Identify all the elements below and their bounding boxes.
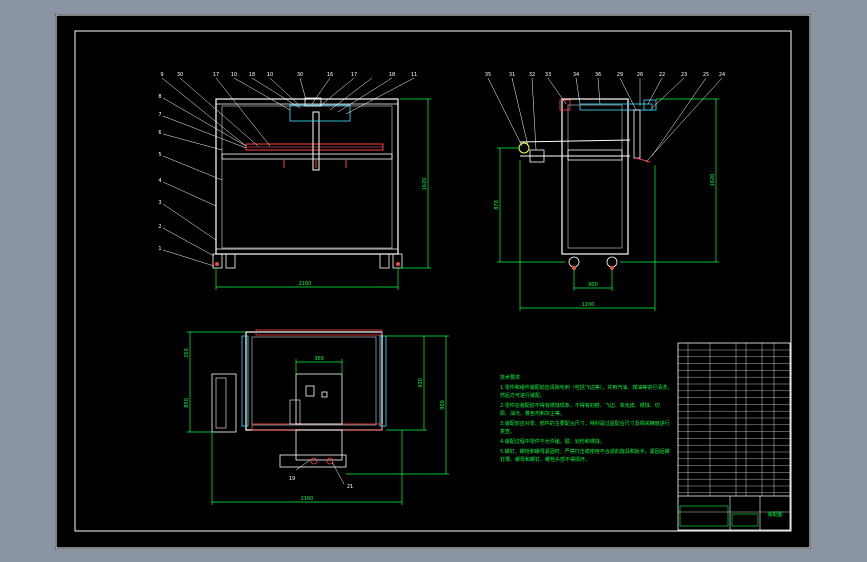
front-balloon-6: 10 xyxy=(267,72,273,78)
side-balloon-5: 34 xyxy=(573,72,579,78)
front-balloon-2: 30 xyxy=(177,72,183,78)
technical-notes: 技术要求 1.零件和组件装配前应清除毛刺（包括飞边等），并用汽油、煤油等进行清洗… xyxy=(500,374,672,463)
notes-line-5: 3.装配前应对零、部件的主要配合尺寸，特别是过盈配合尺寸及相关精度进行 xyxy=(500,420,670,427)
side-view: 870 1620 900 1200 xyxy=(485,72,725,311)
sheet-border-outer xyxy=(55,14,811,549)
front-balloon-13: 7 xyxy=(158,112,161,118)
side-balloon-2: 31 xyxy=(509,72,515,78)
front-balloon-7: 30 xyxy=(297,72,303,78)
front-view: 2160 1620 xyxy=(158,72,431,290)
front-balloon-1: 9 xyxy=(160,72,163,78)
side-wheel-left xyxy=(568,256,580,268)
top-dim-center: 360 xyxy=(314,356,324,362)
front-frame-inner xyxy=(221,105,393,249)
top-conveyor xyxy=(279,454,347,468)
side-dim-base-inner: 900 xyxy=(588,282,598,288)
front-balloon-15: 5 xyxy=(158,152,161,158)
top-dim-left: 250 xyxy=(184,348,190,358)
drawing-title: 装配图 xyxy=(767,511,782,518)
side-frame xyxy=(561,98,629,255)
front-balloon-12: 8 xyxy=(158,94,161,100)
front-balloon-16: 4 xyxy=(158,178,161,184)
front-dim-width: 2160 xyxy=(299,281,312,287)
front-carriage xyxy=(289,104,351,122)
front-balloon-8: 16 xyxy=(327,72,333,78)
top-mechanism xyxy=(295,373,343,425)
notes-line-1: 1.零件和组件装配前应清除毛刺（包括飞边等），并用汽油、煤油等进行清洗， xyxy=(500,384,672,391)
top-dim-right-outer: 900 xyxy=(440,400,446,410)
front-balloon-9: 17 xyxy=(351,72,357,78)
front-column xyxy=(312,111,320,171)
notes-line-3: 2.零件在装配前不得有锈蚀现象，不得有划痕、飞边、氧化皮、锈蚀、切 xyxy=(500,402,660,409)
top-rail-upper xyxy=(255,329,383,336)
top-balloon-2: 21 xyxy=(347,484,353,490)
side-column xyxy=(633,109,641,159)
side-balloon-8: 26 xyxy=(637,72,643,78)
front-balloon-3: 17 xyxy=(213,72,219,78)
top-dim-left-lower: 850 xyxy=(184,398,190,408)
side-balloon-6: 36 xyxy=(595,72,601,78)
top-frame xyxy=(245,331,383,431)
sheet-border-inner xyxy=(74,30,792,532)
front-frame-outer xyxy=(215,98,399,255)
side-balloon-12: 24 xyxy=(719,72,725,78)
front-balloon-5: 18 xyxy=(249,72,255,78)
side-balloon-4: 33 xyxy=(545,72,551,78)
side-dim-base-outer: 1200 xyxy=(582,302,595,308)
top-view: 250 850 360 430 900 2160 19 xyxy=(184,329,449,505)
title-block: 装配图 xyxy=(677,342,791,531)
front-balloon-17: 3 xyxy=(158,200,161,206)
side-balloon-1: 35 xyxy=(485,72,491,78)
side-top-arm xyxy=(579,103,653,111)
notes-line-9: 钉槽、螺母和螺钉、螺栓头部不得损坏。 xyxy=(500,456,590,463)
top-side-unit xyxy=(211,373,237,433)
side-wheel-right xyxy=(606,256,618,268)
front-shelf xyxy=(221,153,393,160)
front-wheel-left xyxy=(225,253,236,269)
notes-line-6: 复查。 xyxy=(500,428,515,435)
side-balloon-9: 22 xyxy=(659,72,665,78)
front-balloon-14: 6 xyxy=(158,130,161,136)
side-dim-height-outer: 1620 xyxy=(710,174,716,187)
front-balloon-18: 2 xyxy=(158,224,161,230)
side-balloon-7: 29 xyxy=(617,72,623,78)
front-dim-height: 1620 xyxy=(422,178,428,191)
front-wheel-right xyxy=(379,253,390,269)
drawing-sheet xyxy=(55,14,811,549)
front-balloon-10: 18 xyxy=(389,72,395,78)
front-balloon-4: 10 xyxy=(231,72,237,78)
front-balloon-11: 11 xyxy=(411,72,417,78)
notes-line-4: 屑、油污、着色剂和灰尘等。 xyxy=(500,410,565,417)
side-dim-height-inner: 870 xyxy=(494,200,500,210)
notes-line-2: 然后方可进行装配。 xyxy=(500,392,545,399)
side-balloon-3: 32 xyxy=(529,72,535,78)
notes-line-8: 5.螺钉、螺栓和螺母紧固时，严禁打击或使用不合适的旋具和扳手。紧固后螺 xyxy=(500,448,670,455)
top-dim-right: 430 xyxy=(418,378,424,388)
front-foot-right xyxy=(392,253,403,269)
notes-line-7: 4.装配过程中零件不允许磕、碰、划伤和锈蚀。 xyxy=(500,438,605,445)
side-balloon-10: 23 xyxy=(681,72,687,78)
top-balloon-1: 19 xyxy=(289,476,295,482)
front-balloon-19: 1 xyxy=(158,246,161,252)
front-foot-left xyxy=(212,253,223,269)
notes-title: 技术要求 xyxy=(500,374,520,381)
side-balloon-11: 25 xyxy=(703,72,709,78)
top-dim-bottom: 2160 xyxy=(301,496,314,502)
